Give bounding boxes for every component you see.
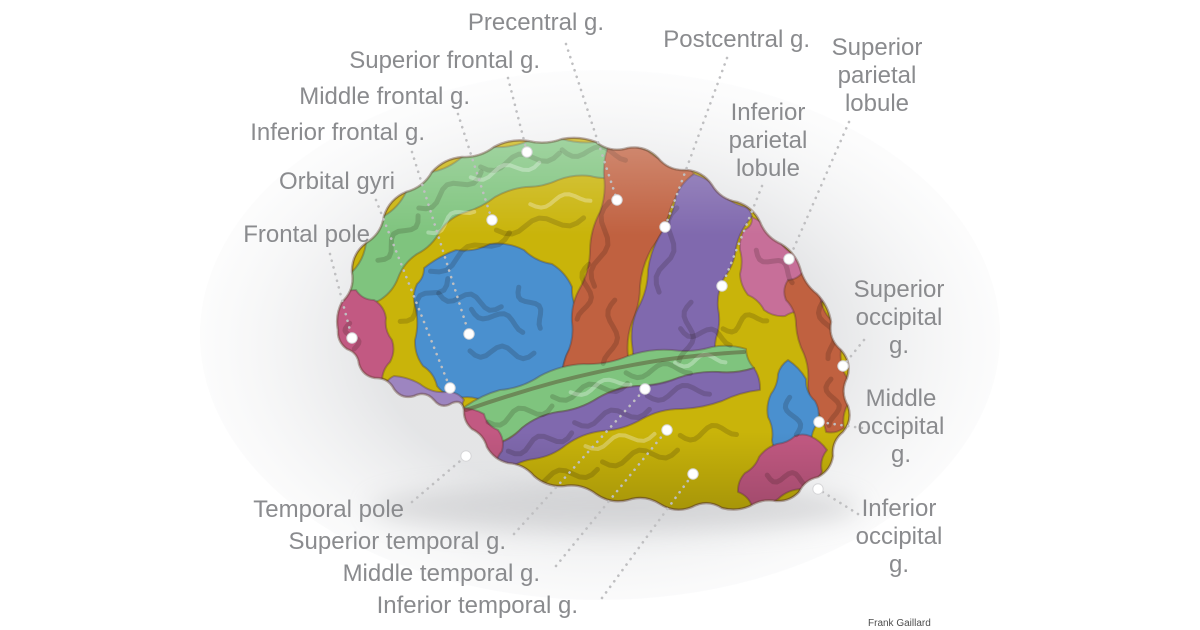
leader-line-frontal-pole bbox=[328, 252, 354, 340]
leader-line-middle-frontal bbox=[456, 112, 494, 222]
marker-dot-superior-occipital bbox=[837, 360, 849, 372]
marker-dot-middle-temporal bbox=[661, 424, 673, 436]
label-precentral: Precentral g. bbox=[468, 9, 604, 36]
label-inferior-temporal: Inferior temporal g. bbox=[377, 592, 578, 619]
label-temporal-pole: Temporal pole bbox=[253, 496, 404, 523]
label-superior-frontal: Superior frontal g. bbox=[349, 47, 540, 74]
marker-dot-middle-occipital bbox=[813, 416, 825, 428]
marker-dot-frontal-pole bbox=[346, 332, 358, 344]
leader-line-superior-parietal bbox=[787, 120, 851, 261]
marker-dot-orbital bbox=[444, 382, 456, 394]
marker-dot-superior-frontal bbox=[521, 146, 533, 158]
leader-line-inferior-occipital bbox=[816, 487, 860, 516]
marker-dot-inferior-frontal bbox=[463, 328, 475, 340]
label-orbital: Orbital gyri bbox=[279, 168, 395, 195]
label-superior-temporal: Superior temporal g. bbox=[289, 528, 506, 555]
label-middle-frontal: Middle frontal g. bbox=[299, 83, 470, 110]
marker-dot-postcentral bbox=[659, 221, 671, 233]
brain-outline bbox=[335, 136, 851, 511]
leader-line-middle-temporal bbox=[554, 428, 669, 568]
marker-dot-inferior-temporal bbox=[687, 468, 699, 480]
marker-dot-temporal-pole bbox=[460, 450, 472, 462]
leader-line-inferior-parietal bbox=[720, 184, 764, 288]
leader-line-precentral bbox=[564, 42, 619, 202]
marker-dot-superior-parietal bbox=[783, 253, 795, 265]
marker-dot-inferior-occipital bbox=[812, 483, 824, 495]
marker-dot-middle-frontal bbox=[486, 214, 498, 226]
credit-text: Frank Gaillard bbox=[868, 618, 931, 629]
marker-dot-superior-temporal bbox=[639, 383, 651, 395]
label-inferior-frontal: Inferior frontal g. bbox=[250, 119, 425, 146]
leader-line-postcentral bbox=[663, 56, 729, 229]
label-postcentral: Postcentral g. bbox=[663, 26, 810, 53]
marker-dot-precentral bbox=[611, 194, 623, 206]
leader-line-inferior-frontal bbox=[410, 150, 471, 336]
leader-line-superior-temporal bbox=[512, 387, 647, 536]
annotations-layer: Precentral g. Superior frontal g. Middle f… bbox=[243, 9, 944, 619]
leader-line-middle-occipital bbox=[817, 420, 864, 430]
leader-line-inferior-temporal bbox=[600, 472, 695, 600]
marker-dot-inferior-parietal bbox=[716, 280, 728, 292]
leader-line-superior-frontal bbox=[506, 76, 529, 154]
leader-line-temporal-pole bbox=[410, 454, 468, 504]
label-middle-temporal: Middle temporal g. bbox=[343, 560, 540, 587]
label-frontal-pole: Frontal pole bbox=[243, 221, 370, 248]
leader-line-orbital bbox=[374, 198, 452, 390]
